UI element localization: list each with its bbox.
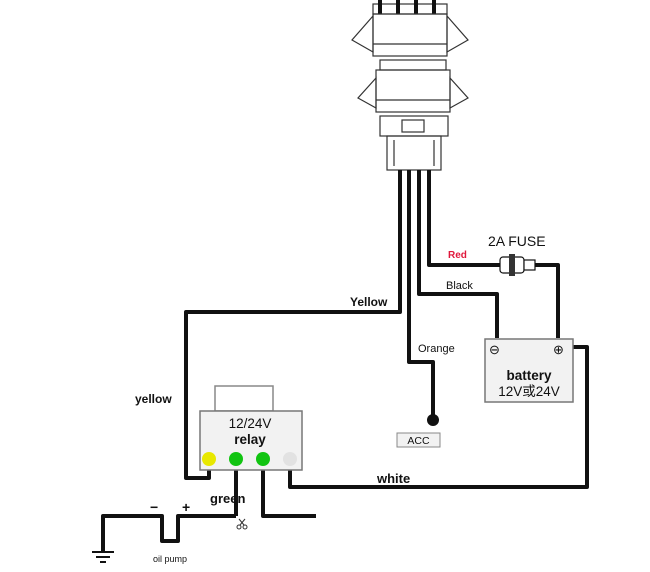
relay-voltage: 12/24V xyxy=(229,416,272,431)
connector-plug-icon xyxy=(351,0,469,171)
battery-voltage: 12V或24V xyxy=(498,384,560,399)
relay-pin-white xyxy=(283,452,297,466)
wire-fuse-to-battery xyxy=(535,263,560,338)
pump-label: oil pump xyxy=(153,554,187,564)
label-yellow-upper: Yellow xyxy=(350,295,388,309)
battery-plus-terminal: ⊕ xyxy=(553,342,564,357)
fuse xyxy=(498,254,537,276)
wire-red xyxy=(427,170,500,267)
acc-label: ACC xyxy=(407,435,430,447)
label-yellow-left: yellow xyxy=(135,392,172,406)
scissors-icon xyxy=(236,518,248,530)
label-orange: Orange xyxy=(418,343,455,355)
wire-black xyxy=(417,170,499,338)
relay-top-tab xyxy=(214,385,274,412)
acc-terminal xyxy=(427,414,439,426)
wire-white xyxy=(288,345,589,489)
wire-yellow xyxy=(184,170,402,480)
ground-icon xyxy=(92,551,114,563)
label-black: Black xyxy=(446,280,473,292)
battery-minus-terminal: ⊖ xyxy=(489,342,500,357)
relay-name: relay xyxy=(234,432,266,447)
wire-orange xyxy=(407,170,435,418)
battery-name: battery xyxy=(506,368,552,383)
relay-pin-yellow xyxy=(202,452,216,466)
fuse-label: 2A FUSE xyxy=(488,233,546,249)
relay-pin-green-1 xyxy=(229,452,243,466)
label-red: Red xyxy=(448,250,467,261)
wire-pump xyxy=(101,514,236,552)
battery-box xyxy=(484,338,574,403)
relay-pin-green-2 xyxy=(256,452,270,466)
label-white: white xyxy=(376,471,410,486)
wire-green xyxy=(234,463,316,518)
acc-box xyxy=(396,432,441,448)
pump-minus: − xyxy=(150,499,158,515)
pump-plus: + xyxy=(182,499,190,515)
label-green: green xyxy=(210,491,245,506)
